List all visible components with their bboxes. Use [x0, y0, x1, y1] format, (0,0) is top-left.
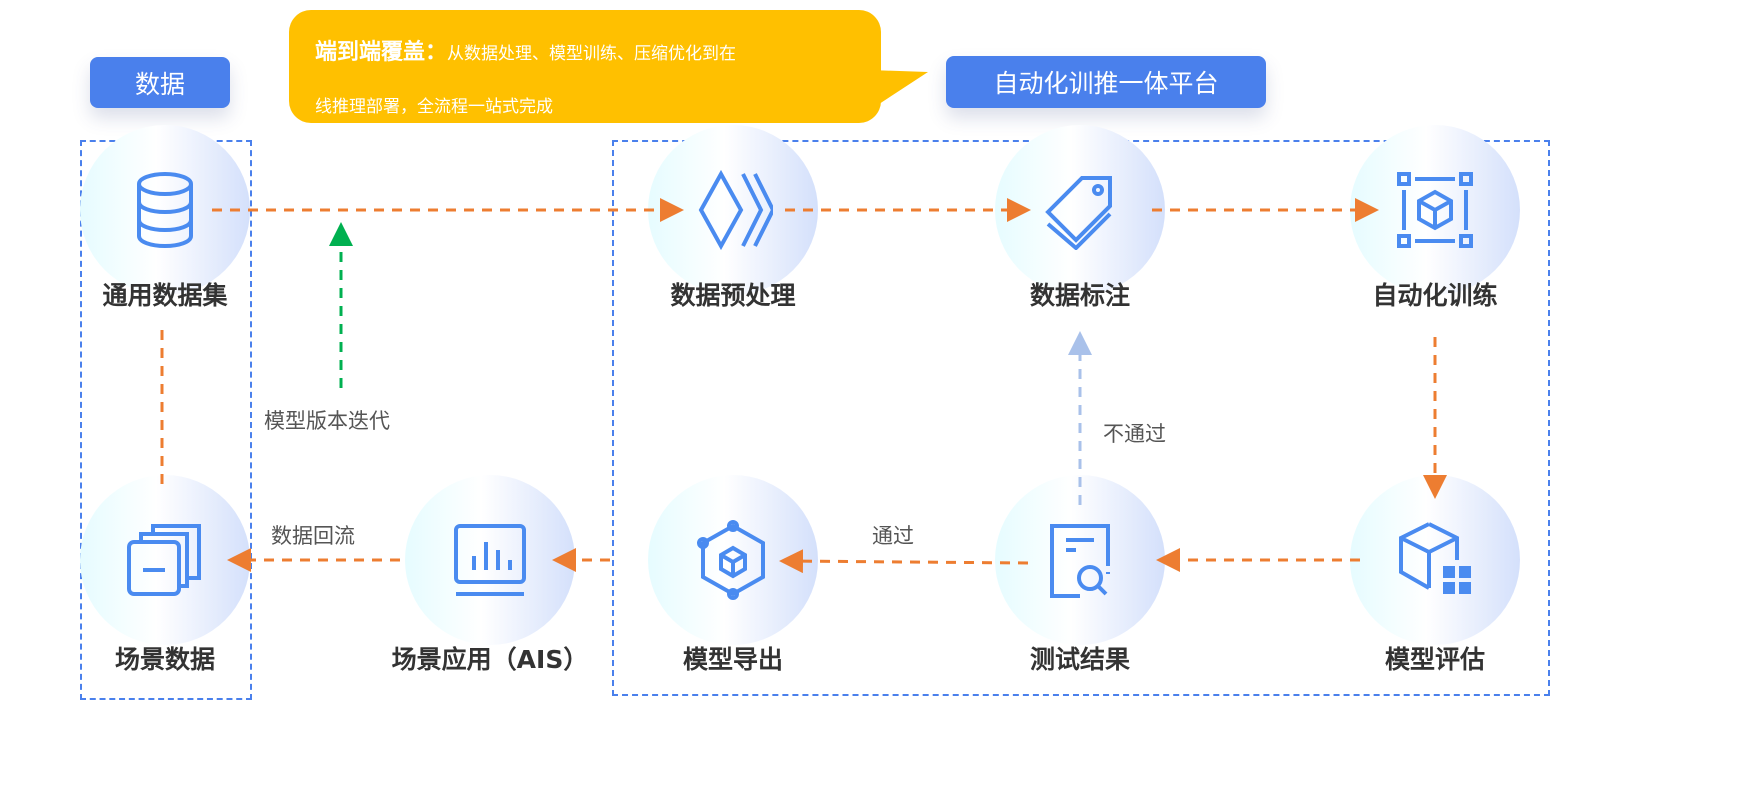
cube-blocks-icon: [1399, 522, 1471, 594]
annotation-label: 数据标注: [1029, 281, 1130, 310]
model-export-label: 模型导出: [682, 645, 783, 674]
bar-chart-icon: [454, 524, 526, 596]
stacked-cards-icon: [127, 524, 201, 596]
callout-text-2: 线推理部署，全流程一站式完成: [315, 97, 553, 117]
preprocess-label: 数据预处理: [670, 281, 796, 310]
backflow-note: 数据回流: [271, 524, 355, 548]
tag-icon: [1045, 176, 1112, 250]
cube-frame-icon: [1397, 172, 1473, 248]
fail-note: 不通过: [1103, 422, 1166, 446]
general-dataset-label: 通用数据集: [102, 281, 228, 310]
pass-note: 通过: [872, 524, 914, 548]
model-eval-label: 模型评估: [1384, 645, 1485, 674]
auto-training-node[interactable]: [1350, 125, 1520, 295]
callout-text-1: 从数据处理、模型训练、压缩优化到在: [447, 44, 737, 64]
callout-title: 端到端覆盖: [315, 40, 426, 65]
scene-app-label: 场景应用（AIS）: [391, 645, 589, 674]
arrow-test-to-export: [779, 549, 1029, 574]
callout-bubble: 端到端覆盖：从数据处理、模型训练、压缩优化到在 线推理部署，全流程一站式完成: [289, 10, 881, 123]
callout-colon: ：: [425, 40, 448, 65]
test-result-label: 测试结果: [1029, 645, 1130, 674]
scene-data-label: 场景数据: [114, 645, 215, 674]
platform-section-header: 自动化训推一体平台: [946, 56, 1266, 108]
hex-cube-icon: [697, 520, 765, 600]
callout-tail: [870, 70, 928, 110]
model-eval-node[interactable]: [1350, 475, 1520, 645]
chevrons-icon: [698, 170, 773, 250]
auto-training-label: 自动化训练: [1372, 281, 1498, 310]
document-search-icon: [1050, 524, 1110, 598]
model-iteration-note: 模型版本迭代: [264, 409, 390, 433]
data-section-header: 数据: [90, 57, 230, 108]
database-icon: [137, 172, 193, 249]
scene-data-node[interactable]: [80, 475, 250, 645]
scene-app-node[interactable]: [405, 475, 575, 645]
